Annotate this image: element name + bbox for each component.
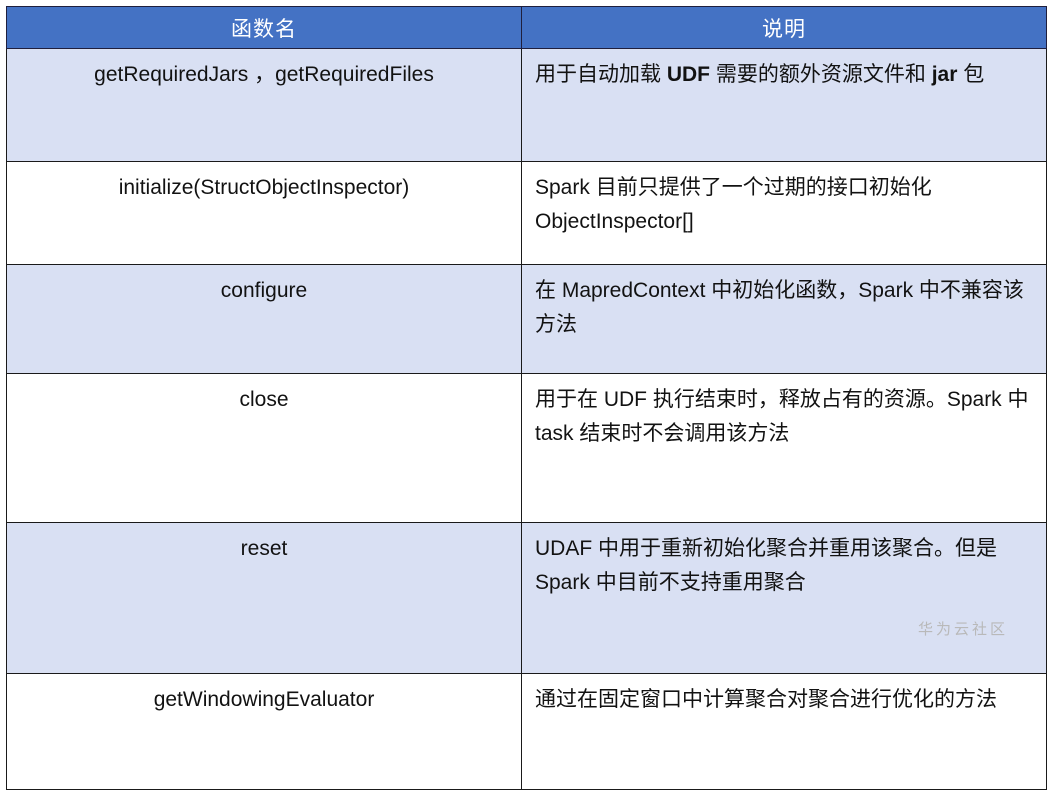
cell-description: 用于在 UDF 执行结束时，释放占有的资源。Spark 中 task 结束时不会… [521, 373, 1047, 523]
cell-description: Spark 目前只提供了一个过期的接口初始化 ObjectInspector[] [521, 161, 1047, 265]
cell-function-name: getRequiredJars ，getRequiredFiles [6, 48, 522, 162]
table-row: getWindowingEvaluator 通过在固定窗口中计算聚合对聚合进行优… [6, 673, 1047, 790]
cell-function-name: close [6, 373, 522, 523]
table-body: getRequiredJars ，getRequiredFiles 用于自动加载… [6, 48, 1047, 790]
cell-description: 通过在固定窗口中计算聚合对聚合进行优化的方法 [521, 673, 1047, 790]
cell-function-name: initialize(StructObjectInspector) [6, 161, 522, 265]
column-header-function-name: 函数名 [6, 6, 522, 49]
column-header-description: 说明 [521, 6, 1047, 49]
table-header: 函数名 说明 [6, 6, 1047, 49]
cell-description: 用于自动加载 UDF 需要的额外资源文件和 jar 包 [521, 48, 1047, 162]
cell-function-name: configure [6, 264, 522, 374]
page-root: 函数名 说明 getRequiredJars ，getRequiredFiles… [6, 6, 1047, 790]
table-row: reset UDAF 中用于重新初始化聚合并重用该聚合。但是 Spark 中目前… [6, 522, 1047, 674]
cell-function-name: getWindowingEvaluator [6, 673, 522, 790]
cell-description: UDAF 中用于重新初始化聚合并重用该聚合。但是 Spark 中目前不支持重用聚… [521, 522, 1047, 674]
table-row: getRequiredJars ，getRequiredFiles 用于自动加载… [6, 48, 1047, 162]
table-row: close 用于在 UDF 执行结束时，释放占有的资源。Spark 中 task… [6, 373, 1047, 523]
table-row: configure 在 MapredContext 中初始化函数，Spark 中… [6, 264, 1047, 374]
cell-description: 在 MapredContext 中初始化函数，Spark 中不兼容该方法 [521, 264, 1047, 374]
cell-function-name: reset [6, 522, 522, 674]
table-header-row: 函数名 说明 [6, 6, 1047, 49]
function-reference-table: 函数名 说明 getRequiredJars ，getRequiredFiles… [6, 6, 1047, 790]
table-row: initialize(StructObjectInspector) Spark … [6, 161, 1047, 265]
